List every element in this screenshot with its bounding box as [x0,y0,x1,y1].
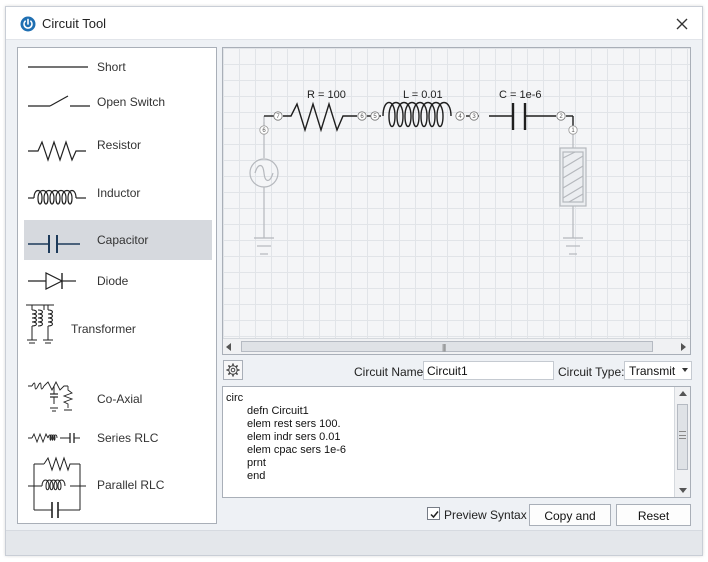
title-bar: Circuit Tool [6,7,702,40]
node-label: 7 [276,114,280,120]
circuit-node[interactable] [357,111,367,121]
circuit-node[interactable] [259,125,269,135]
circuit-tool-window: Circuit Tool Short Open Switch Resistor [5,6,703,556]
palette-item-short[interactable]: Short [24,54,212,80]
grip-icon [679,431,686,439]
code-line: circ [226,392,244,404]
node-label: 6 [360,114,364,120]
palette-label: Transformer [71,322,136,336]
palette-label: Inductor [97,186,141,200]
settings-button[interactable] [223,360,243,380]
scroll-thumb[interactable] [677,404,688,470]
code-line: elem rest sers 100. [247,418,341,430]
palette-label: Short [97,60,126,74]
scroll-right-icon[interactable] [681,343,686,351]
close-icon[interactable] [670,13,694,35]
circuit-canvas[interactable]: R = 100 L = 0.01 C = 1e-6 7 6 6 5 4 3 2 [222,47,691,355]
code-line: elem indr sers 0.01 [247,431,341,443]
diode-icon [28,272,76,290]
syntax-preview[interactable]: circ defn Circuit1 elem rest sers 100. e… [222,386,691,498]
palette-item-series-rlc[interactable]: Series RLC [24,428,212,448]
transformer-icon [26,304,54,344]
circuit-diagram: R = 100 L = 0.01 C = 1e-6 7 6 6 5 4 3 2 [249,89,587,255]
circuit-type-select[interactable]: Transmit [624,361,692,380]
short-wire-icon [28,66,88,68]
window-footer [6,530,702,555]
inductor-label: L = 0.01 [403,89,443,101]
palette-label: Capacitor [97,233,149,247]
preview-syntax-label[interactable]: Preview Syntax [444,508,527,522]
circuit-node[interactable] [370,111,380,121]
node-label: 2 [559,114,563,120]
circuit-node[interactable] [273,111,283,121]
copy-and-close-button[interactable]: Copy and Close [529,504,611,543]
window-title: Circuit Tool [42,16,107,31]
code-line: defn Circuit1 [247,405,309,417]
series-rlc-icon [28,432,80,444]
chevron-down-icon [682,368,688,372]
node-label: 1 [571,128,575,134]
scroll-up-icon[interactable] [679,391,687,396]
resistor-label: R = 100 [307,89,346,101]
power-icon [20,16,36,32]
capacitor-label: C = 1e-6 [499,89,542,101]
palette-label: Open Switch [97,95,166,109]
syntax-code: circ defn Circuit1 elem rest sers 100. e… [226,392,346,483]
palette-label: Diode [97,274,129,288]
palette-label: Co-Axial [97,392,143,406]
palette-item-resistor[interactable]: Resistor [24,132,212,162]
node-label: 4 [458,114,462,120]
palette-item-co-axial[interactable]: Co-Axial [24,376,212,418]
code-line: end [247,470,266,482]
circuit-name-label: Circuit Name: [354,365,427,379]
palette-label: Series RLC [97,431,159,445]
palette-item-inductor[interactable]: Inductor [24,180,212,210]
inductor-element[interactable] [382,101,452,128]
circuit-name-input[interactable] [423,361,554,380]
circuit-node[interactable] [568,125,578,135]
code-line: prnt [247,457,266,469]
load-icon [559,134,587,255]
circuit-type-label: Circuit Type: [558,365,625,379]
component-palette: Short Open Switch Resistor Inductor [17,47,217,524]
palette-item-diode[interactable]: Diode [24,266,212,296]
vertical-scrollbar[interactable] [674,387,690,497]
palette-label: Resistor [97,138,142,152]
circuit-node[interactable] [469,111,479,121]
palette-item-parallel-rlc[interactable]: Parallel RLC [24,456,212,520]
palette-item-open-switch[interactable]: Open Switch [24,88,212,116]
resistor-element[interactable] [283,101,357,133]
scroll-down-icon[interactable] [679,488,687,493]
scroll-left-icon[interactable] [226,343,231,351]
code-line: elem cpac sers 1e-6 [247,444,347,456]
gear-icon [226,363,240,377]
checkmark-icon [430,511,439,519]
node-label: 6 [262,128,266,134]
preview-syntax-checkbox[interactable] [427,507,440,520]
co-axial-icon [28,380,74,412]
palette-item-transformer[interactable]: Transformer [24,302,212,358]
parallel-rlc-icon [28,456,86,518]
grip-icon: ||| [442,343,446,352]
capacitor-icon [28,235,80,253]
node-label: 3 [472,114,476,120]
palette-item-capacitor[interactable]: Capacitor [24,220,212,260]
scroll-thumb[interactable]: ||| [241,341,653,352]
circuit-node[interactable] [455,111,465,121]
reset-button[interactable]: Reset [616,504,691,526]
circuit-type-value: Transmit [629,364,676,378]
node-label: 5 [373,114,377,120]
horizontal-scrollbar[interactable]: ||| [223,338,690,354]
palette-label: Parallel RLC [97,478,165,492]
ground-icon [254,237,274,255]
resistor-icon [28,140,86,162]
open-switch-icon [28,95,90,107]
circuit-node[interactable] [556,111,566,121]
inductor-icon [28,189,86,205]
